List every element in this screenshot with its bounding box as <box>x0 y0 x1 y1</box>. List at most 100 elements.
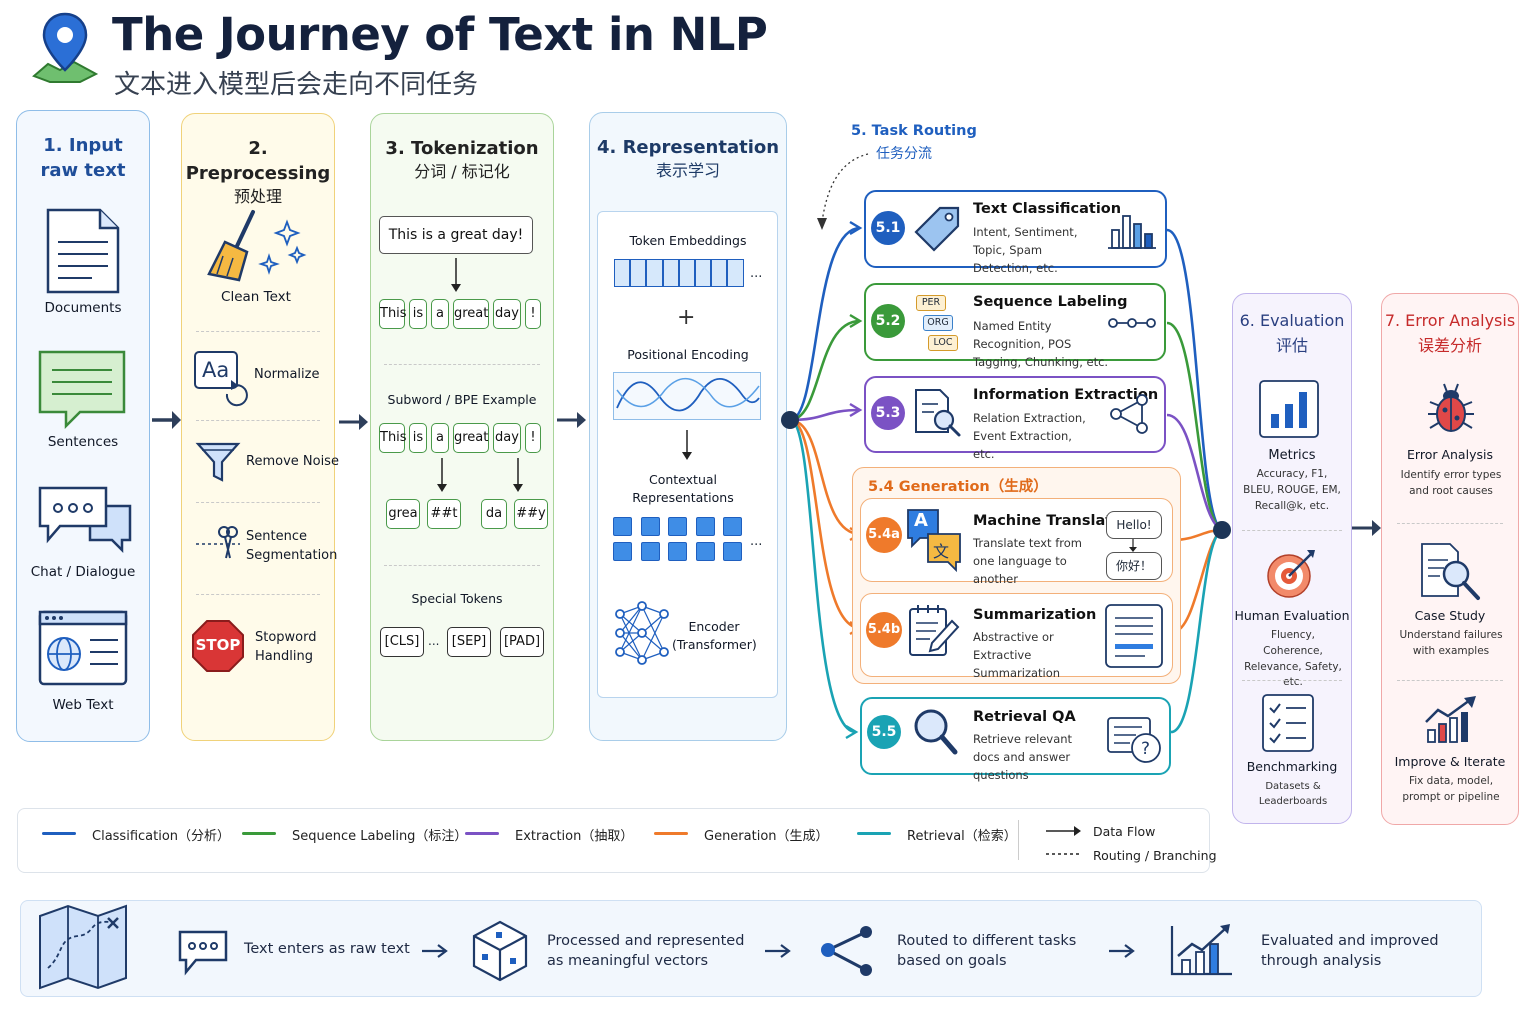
stop-sign-text: STOP <box>195 636 241 654</box>
translate-wen-glyph: 文 <box>933 542 950 561</box>
positional-encoding-label: Positional Encoding <box>627 347 749 362</box>
nihao-bubble: 你好！ <box>1106 552 1162 580</box>
broom-icon <box>207 210 307 282</box>
input-item-web: Web Text <box>52 697 114 713</box>
clean-text-label: Clean Text <box>221 289 291 305</box>
flow-arrow-1 <box>152 411 181 429</box>
special-token-sep: [SEP] <box>447 627 491 657</box>
special-ellipsis: ... <box>428 634 440 648</box>
task-desc-summarization: Abstractive or Extractive Summarization <box>973 630 1061 680</box>
token-1: is <box>409 299 427 329</box>
task-title-classification: Text Classification <box>973 201 1122 217</box>
normalize-label: Normalize <box>254 367 320 382</box>
special-tokens-title: Special Tokens <box>411 591 503 606</box>
contextual-cell <box>640 542 660 561</box>
routing-dashed-icon <box>1046 853 1080 855</box>
legend-label-4: Retrieval（检索） <box>907 829 1017 844</box>
legend-line-2 <box>465 832 499 835</box>
funnel-icon <box>195 442 241 482</box>
input-item-sentences: Sentences <box>47 434 119 450</box>
legend-line-0 <box>42 832 76 835</box>
summary-step-1: Text enters as raw text <box>244 941 410 957</box>
translate-down-arrow <box>1129 539 1137 552</box>
routing-dotted-arrow <box>817 153 869 230</box>
legend-line-1 <box>242 832 276 835</box>
translate-icon <box>907 509 961 573</box>
stopword-label: Stopword Handling <box>255 630 317 664</box>
chat-icon <box>38 486 132 554</box>
legend-box <box>17 808 1210 873</box>
embedding-cell <box>727 259 744 287</box>
human-eval-label: Human Evaluation <box>1234 608 1350 623</box>
legend-line-4 <box>857 832 891 835</box>
input-title-2: raw text <box>40 160 126 182</box>
summary-step-2: Processed and represented as meaningful … <box>547 933 745 970</box>
bpe-arrow-left <box>437 458 447 492</box>
flow-arrow-2 <box>339 414 368 430</box>
encoder-label: Encoder (Transformer) <box>672 619 757 653</box>
error-analysis-desc: Identify error types and root causes <box>1400 469 1502 497</box>
case-study-icon <box>1421 543 1480 600</box>
contextual-cell <box>695 542 715 561</box>
contextual-cell <box>668 517 687 536</box>
flow-arrow-4 <box>1352 520 1381 536</box>
token-2: a <box>431 299 449 329</box>
summary-arrow-2 <box>765 944 791 958</box>
task-title-information-extraction: Information Extraction <box>973 387 1159 403</box>
plus-sign: + <box>677 305 696 330</box>
embedding-cell <box>646 259 663 287</box>
positional-wave-icon <box>613 372 761 420</box>
legend-line-3 <box>654 832 688 835</box>
task-badge-5-4a: 5.4a <box>866 517 902 553</box>
down-arrow <box>451 258 461 292</box>
segmentation-label: Sentence Segmentation <box>246 529 338 563</box>
tokenization-title: 3. Tokenization <box>385 138 539 159</box>
cube-icon <box>472 920 528 982</box>
tag-org: ORG <box>923 315 953 331</box>
task-title-sequence-labeling: Sequence Labeling <box>973 294 1128 310</box>
bpe-token-1: is <box>409 423 427 453</box>
legend-label-2: Extraction（抽取） <box>515 829 634 844</box>
target-icon <box>1267 550 1315 598</box>
metrics-label: Metrics <box>1268 448 1316 463</box>
task-card-classification[interactable] <box>864 190 1167 268</box>
contextual-cell <box>613 542 632 561</box>
remove-noise-label: Remove Noise <box>246 454 339 469</box>
legend-label-3: Generation（生成） <box>704 829 829 844</box>
bpe-arrow-right <box>513 458 523 492</box>
doc-question-icon: ? <box>1107 717 1161 763</box>
legend-label-1: Sequence Labeling（标注） <box>292 829 468 844</box>
representation-subtitle: 表示学习 <box>655 161 720 181</box>
summary-bar <box>20 900 1482 997</box>
normalize-icon <box>194 351 248 407</box>
graph-nodes-icon <box>1110 394 1148 434</box>
document-search-icon <box>915 389 961 437</box>
checklist-icon <box>1262 694 1314 752</box>
contextual-cell <box>695 517 715 536</box>
summary-arrow-1 <box>422 944 448 958</box>
stop-sign-icon <box>192 620 244 672</box>
web-icon <box>38 610 128 686</box>
contextual-cell <box>640 517 660 536</box>
token-0: This <box>379 299 407 329</box>
task-badge-5-4b: 5.4b <box>866 612 902 648</box>
neural-network-icon <box>615 601 669 665</box>
data-flow-arrow-icon <box>1046 826 1081 836</box>
token-embeddings-label: Token Embeddings <box>629 233 747 248</box>
bpe-token-0: This <box>379 423 407 453</box>
task-badge-5-1: 5.1 <box>871 211 905 245</box>
routing-subtitle: 任务分流 <box>876 146 932 162</box>
bpe-title: Subword / BPE Example <box>387 392 537 407</box>
translate-a-glyph: A <box>914 510 928 531</box>
token-4: day <box>493 299 521 329</box>
sentence-bubble-icon <box>38 350 126 430</box>
notepad-pen-icon <box>909 605 960 656</box>
case-study-desc: Understand failures with examples <box>1399 629 1503 657</box>
generation-title: 5.4 Generation（生成） <box>868 479 1048 495</box>
routing-title: 5. Task Routing <box>851 123 977 139</box>
special-token-cls: [CLS] <box>380 627 424 657</box>
case-study-label: Case Study <box>1414 608 1486 623</box>
embedding-cell <box>662 259 679 287</box>
task-desc-machine-translation: Translate text from one language to anot… <box>973 536 1082 586</box>
sentence-box: This is a great day! <box>379 216 533 254</box>
